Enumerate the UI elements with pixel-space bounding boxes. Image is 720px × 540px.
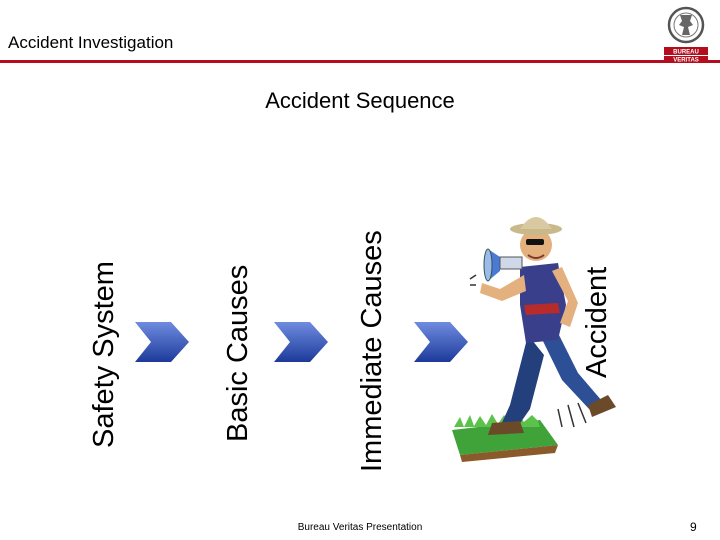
logo-line1: BUREAU [673, 50, 699, 56]
header-divider [0, 60, 720, 63]
stage-immediate-causes: Immediate Causes [356, 230, 388, 472]
stage-safety-system: Safety System [88, 261, 120, 448]
chevron-arrow-icon [414, 322, 468, 362]
stage-basic-causes: Basic Causes [222, 264, 254, 442]
page-number: 9 [690, 520, 697, 534]
header-title: Accident Investigation [8, 33, 174, 52]
chevron-arrow-icon [135, 322, 189, 362]
footer-text: Bureau Veritas Presentation [297, 522, 423, 533]
logo-line2: VERITAS [673, 58, 699, 64]
worker-with-megaphone-illustration [452, 217, 616, 462]
chevron-arrow-icon [274, 322, 328, 362]
bureau-veritas-logo: BUREAU VERITAS [664, 6, 708, 64]
slide-title: Accident Sequence [265, 88, 455, 113]
